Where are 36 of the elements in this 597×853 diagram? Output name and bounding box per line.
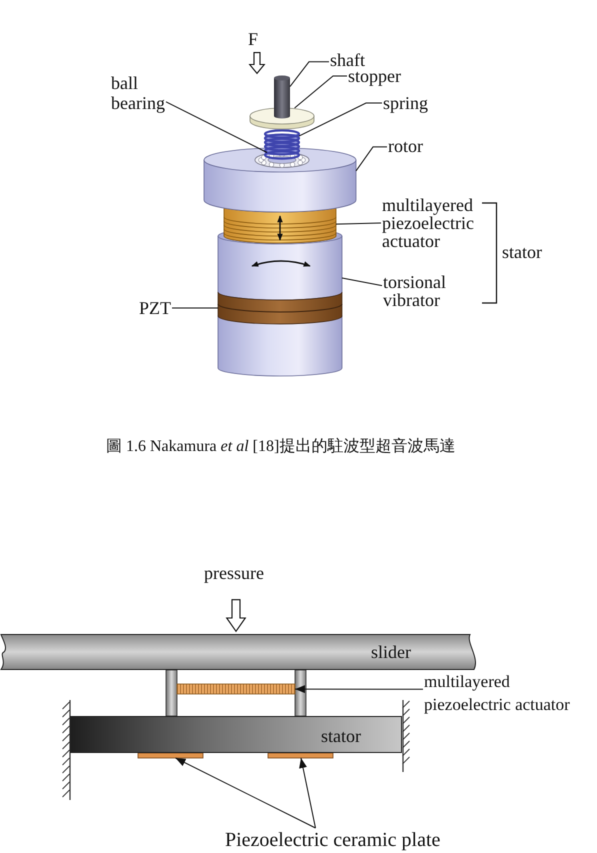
part-label: torsional vibrator: [383, 273, 446, 309]
leader-line: [356, 146, 388, 172]
leader-line: [342, 278, 382, 286]
leader-line: [290, 61, 330, 88]
part-label: slider: [371, 643, 411, 661]
part-label: stopper: [348, 67, 401, 85]
leader-line: [175, 758, 316, 828]
force-label: F: [248, 30, 258, 48]
ceramic-plate: [138, 752, 204, 758]
part-label: ball bearing: [111, 73, 165, 113]
leader-line: [294, 76, 348, 108]
part-label: multilayered piezoelectric actuator: [382, 196, 474, 250]
ceramic-plate: [268, 752, 334, 758]
leader-line: [294, 685, 424, 694]
stator-block: [70, 716, 402, 753]
leader-line: [166, 101, 268, 153]
part-label: stator: [502, 243, 542, 261]
part-label: Piezoelectric ceramic plate: [225, 829, 440, 851]
figure-caption: 圖 1.6 Nakamura et al [18]提出的駐波型超音波馬達: [106, 438, 456, 456]
leader-line: [299, 758, 316, 828]
part-label: shaft: [330, 51, 365, 69]
ball-bearing: [254, 152, 310, 168]
part-label: PZT: [139, 299, 172, 317]
part-label: stator: [321, 727, 361, 745]
part-label: rotor: [388, 137, 423, 155]
piezo-actuator-stack: [176, 684, 296, 694]
shaft: [274, 76, 290, 118]
slider-bar: [0, 634, 478, 670]
spring-coil: [264, 129, 300, 160]
part-label: multilayered piezoelectric actuator: [424, 670, 584, 716]
pzt-ring: [218, 292, 342, 324]
part-label: spring: [383, 94, 428, 112]
leader-line: [336, 222, 382, 225]
pressure-label: pressure: [204, 564, 264, 582]
leader-line: [298, 102, 382, 137]
rotor-disc: [204, 148, 356, 212]
